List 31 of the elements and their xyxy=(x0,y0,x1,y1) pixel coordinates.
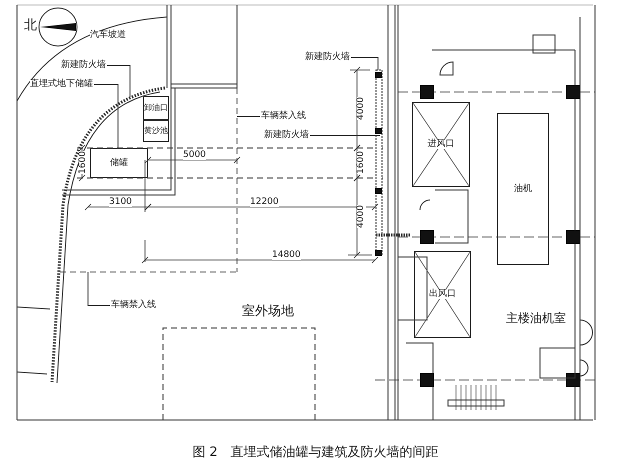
air-inlet-box: 进风口 xyxy=(412,102,470,187)
generator-box: 油机 xyxy=(497,113,549,265)
callout-text: 直埋式地下储罐 xyxy=(29,79,94,90)
callout-text: 新建防火墙 xyxy=(304,52,351,63)
ramp-label: 汽车坡道 xyxy=(90,31,126,40)
dimension-text: 4000 xyxy=(356,205,366,228)
air-outlet-box: 出风口 xyxy=(414,251,471,338)
leader-line xyxy=(236,116,260,117)
leader-line xyxy=(106,65,130,98)
dimension-text: 3100 xyxy=(109,198,132,207)
area-label: 室外场地 xyxy=(242,305,294,318)
dimension-text: 12200 xyxy=(250,198,279,207)
tank-box: 储罐 xyxy=(90,148,148,178)
callout-text: 车辆禁入线 xyxy=(260,111,307,122)
leader-line xyxy=(94,84,118,148)
callout-text: 新建防火墙 xyxy=(60,60,107,71)
leader-line xyxy=(310,135,380,136)
leader-line xyxy=(350,57,378,70)
figure-caption: 图 2 直埋式储油罐与建筑及防火墙的间距 xyxy=(191,444,440,461)
dimension-text: 1600 xyxy=(356,151,366,174)
sand-pit-box: 黄沙池 xyxy=(143,120,169,142)
dimension-text: 1600 xyxy=(78,151,88,174)
callout-text: 车辆禁入线 xyxy=(110,300,157,311)
dimension-text: 5000 xyxy=(183,151,206,160)
leader-line xyxy=(88,272,110,306)
dimension-text: 14800 xyxy=(272,251,301,260)
unloading-box: 卸油口 xyxy=(143,96,169,120)
room-label: 主楼油机室 xyxy=(505,311,567,325)
callout-text: 新建防火墙 xyxy=(263,130,310,141)
dimension-text: 4000 xyxy=(356,97,366,120)
north-label: 北 xyxy=(24,19,37,32)
